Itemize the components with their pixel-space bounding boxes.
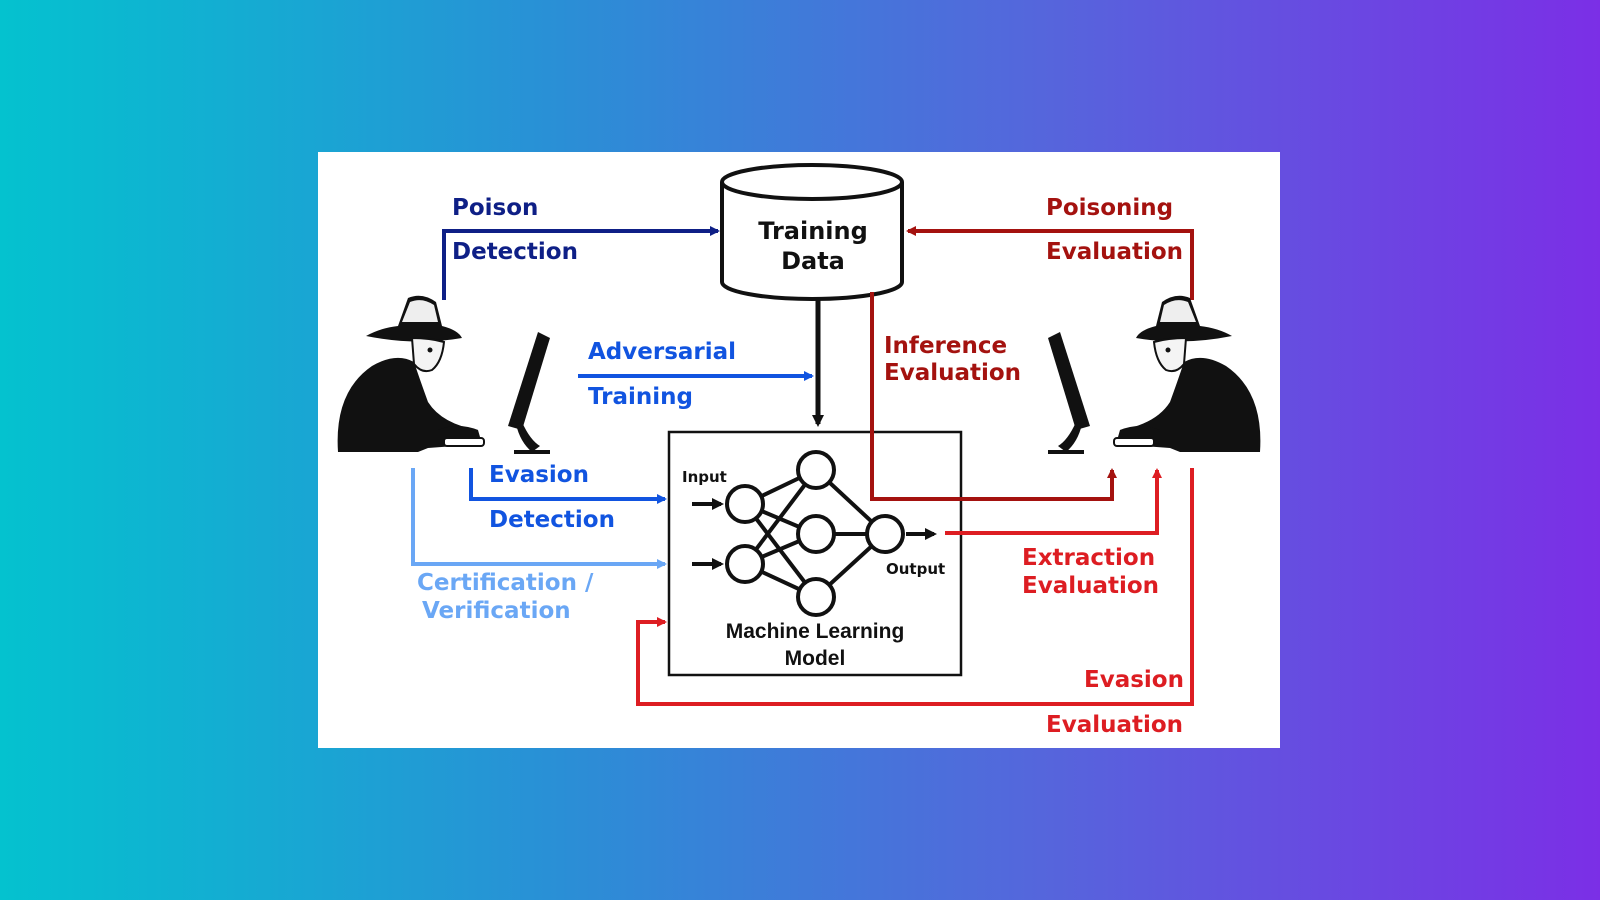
- defender-spy-at-computer-icon: [337, 295, 550, 454]
- diagram-card: Training Data Machine Learning Model Inp…: [318, 152, 1280, 748]
- poisoning-evaluation-label-line1: Poisoning: [1046, 195, 1174, 221]
- inference-evaluation-label-line2: Evaluation: [884, 360, 1022, 386]
- evasion-detection-arrow: [469, 468, 667, 504]
- training-data-label-line2: Data: [781, 247, 845, 275]
- certification-arrow: [411, 468, 667, 569]
- evasion-detection-label-line2: Detection: [489, 507, 615, 533]
- poison-detection-arrow: [442, 226, 720, 300]
- extraction-evaluation-label-line2: Evaluation: [1022, 573, 1160, 599]
- inference-evaluation-arrow: [870, 292, 1117, 501]
- certification-label-line2: Verification: [422, 598, 571, 624]
- evasion-evaluation-label-line1: Evasion: [1084, 667, 1184, 693]
- adversarial-training-label-line1: Adversarial: [588, 339, 737, 365]
- training-data-label: Training Data: [732, 216, 894, 276]
- evasion-detection-label-line1: Evasion: [489, 462, 589, 488]
- model-label-line1: Machine Learning: [725, 620, 905, 643]
- neural-network-icon: [725, 450, 905, 617]
- diagram-canvas: [337, 163, 1261, 706]
- extraction-evaluation-label-line1: Extraction: [1022, 545, 1156, 571]
- model-output-label: Output: [886, 560, 946, 578]
- adversarial-training-label-line2: Training: [588, 384, 694, 410]
- model-label-line2: Model: [784, 647, 846, 670]
- attacker-spy-at-computer-icon: [1048, 295, 1261, 454]
- model-label: Machine Learning Model: [669, 618, 961, 672]
- poison-detection-label-line2: Detection: [452, 239, 578, 265]
- evasion-evaluation-label-line2: Evaluation: [1046, 712, 1184, 738]
- poisoning-evaluation-arrow: [906, 226, 1194, 300]
- inference-evaluation-label-line1: Inference: [884, 333, 1008, 359]
- extraction-evaluation-arrow: [945, 468, 1162, 535]
- poisoning-evaluation-label-line2: Evaluation: [1046, 239, 1184, 265]
- training-data-label-line1: Training: [758, 217, 868, 245]
- poison-detection-label-line1: Poison: [452, 195, 539, 221]
- evasion-evaluation-arrow: [636, 468, 1194, 706]
- training-data-node: [720, 163, 904, 301]
- model-input-label: Input: [682, 468, 727, 486]
- certification-label-line1: Certification /: [417, 570, 594, 596]
